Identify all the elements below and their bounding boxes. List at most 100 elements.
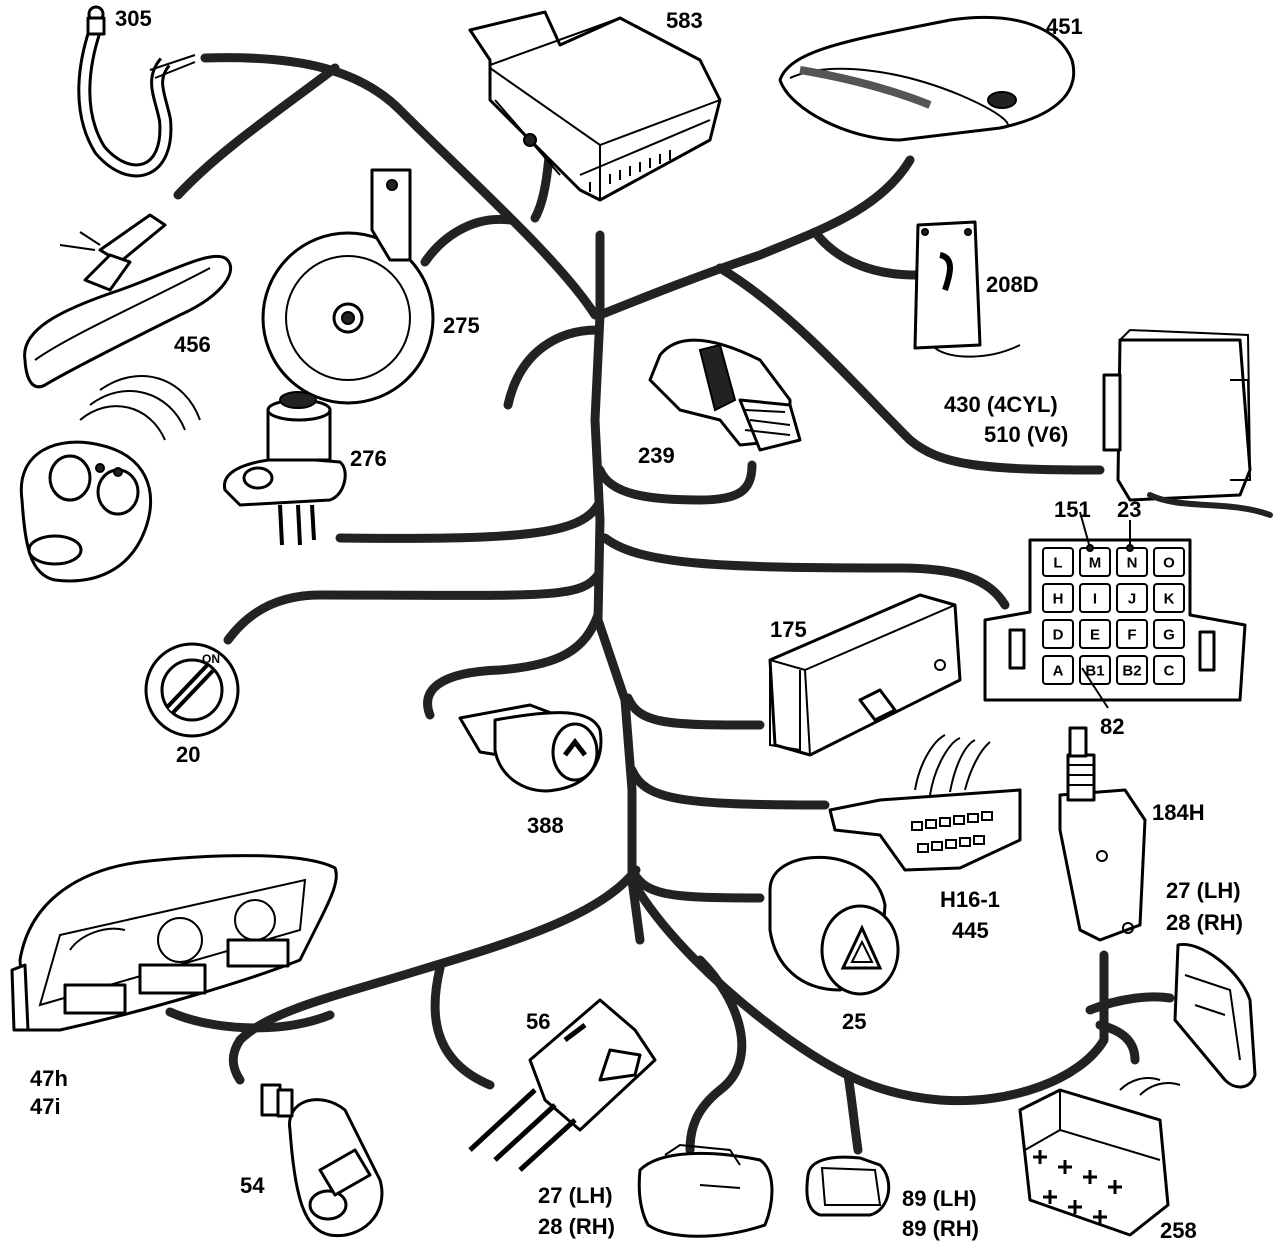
branch-456 — [173, 63, 340, 200]
label-82: 82 — [1100, 714, 1125, 739]
remote-key-fob — [19, 375, 201, 583]
label-28-rh-right: 28 (RH) — [1166, 910, 1244, 935]
diagnostic-leader-lines — [1079, 511, 1134, 709]
label-27-lh-right: 27 (LH) — [1166, 878, 1241, 903]
component-451 — [778, 15, 1076, 142]
label-47h: 47h — [30, 1066, 68, 1091]
label-27-lh-lower: 27 (LH) — [538, 1183, 613, 1208]
branch-451 — [595, 155, 915, 320]
label-89-rh: 89 (RH) — [902, 1216, 980, 1241]
branch-275 — [420, 214, 515, 267]
branch-305 — [200, 53, 600, 320]
component-27-28-right — [1173, 942, 1257, 1089]
component-20 — [144, 642, 240, 738]
branch-27-left — [685, 955, 747, 1155]
branch-20 — [223, 570, 603, 645]
branch-258 — [627, 875, 1109, 1106]
branch-27-right — [1085, 992, 1175, 1015]
branch-cluster — [228, 865, 641, 1085]
diagnostic-pin-label-a: A — [1053, 663, 1064, 680]
branch-25 — [627, 865, 765, 903]
component-388 — [458, 703, 603, 793]
diagnostic-pin-label-b1: B1 — [1085, 663, 1104, 680]
label-89-lh: 89 (LH) — [902, 1186, 977, 1211]
label-25: 25 — [842, 1009, 867, 1034]
branch-175 — [623, 693, 765, 730]
branch-276 — [335, 500, 603, 543]
component-583 — [468, 10, 722, 202]
label-510-v6: 510 (V6) — [984, 422, 1069, 447]
diagnostic-pin-m — [1079, 547, 1111, 577]
component-25 — [768, 855, 900, 996]
label-456: 456 — [174, 332, 211, 357]
diagnostic-pin-d — [1042, 619, 1074, 649]
label-184h: 184H — [1152, 800, 1205, 825]
branch-h16 — [627, 765, 830, 810]
diagnostic-pin-label-o: O — [1163, 555, 1175, 572]
diagnostic-pin-label-b2: B2 — [1122, 663, 1141, 680]
branch-89 — [843, 1070, 863, 1155]
branch-56 — [430, 963, 495, 1090]
component-208d — [913, 220, 1021, 358]
diagnostic-pin-i — [1079, 583, 1111, 613]
diagnostic-connector — [983, 538, 1247, 702]
diagnostic-pin-label-j: J — [1128, 591, 1136, 608]
component-h16-1 — [828, 734, 1022, 872]
diagnostic-pin-e — [1079, 619, 1111, 649]
diagnostic-pin-label-c: C — [1164, 663, 1175, 680]
branch-left-curve — [503, 325, 602, 410]
label-388: 388 — [527, 813, 564, 838]
label-451: 451 — [1046, 14, 1083, 39]
diagnostic-pin-h — [1042, 583, 1074, 613]
diagnostic-pin-label-f: F — [1127, 627, 1136, 644]
harness-wires — [165, 53, 1175, 1155]
label-56: 56 — [526, 1009, 551, 1034]
diagnostic-pin-label-k: K — [1164, 591, 1175, 608]
label-275: 275 — [443, 313, 480, 338]
component-184h — [1058, 726, 1147, 942]
component-258 — [1018, 1077, 1181, 1237]
component-47h-47i — [10, 854, 338, 1032]
diagnostic-pin-c — [1153, 655, 1185, 685]
label-28-rh-lower: 28 (RH) — [538, 1214, 616, 1239]
component-430-510 — [1102, 328, 1273, 518]
component-56 — [468, 998, 657, 1172]
diagnostic-pin-label-g: G — [1163, 627, 1175, 644]
component-175 — [768, 593, 962, 757]
label-430-4cyl: 430 (4CYL) — [944, 392, 1058, 417]
label-445: 445 — [952, 918, 989, 943]
diagnostic-pin-f — [1116, 619, 1148, 649]
diagnostic-pin-k — [1153, 583, 1185, 613]
diagnostic-pin-j — [1116, 583, 1148, 613]
component-275 — [261, 168, 435, 405]
main-trunk — [590, 230, 645, 945]
component-27-28-lower — [637, 1143, 774, 1238]
diagnostic-pin-label-e: E — [1090, 627, 1100, 644]
label-ignition-on: ON — [202, 652, 220, 666]
branch-diagnostic — [600, 533, 1010, 610]
label-305: 305 — [115, 6, 152, 31]
component-54 — [260, 1083, 384, 1238]
label-583: 583 — [666, 8, 703, 33]
branch-208d — [810, 227, 920, 280]
component-276 — [223, 391, 347, 546]
label-23: 23 — [1117, 497, 1142, 522]
diagnostic-pin-g — [1153, 619, 1185, 649]
branch-388 — [423, 610, 603, 720]
label-175: 175 — [770, 617, 807, 642]
diagnostic-pin-o — [1153, 547, 1185, 577]
label-20: 20 — [176, 742, 201, 767]
label-151: 151 — [1054, 497, 1091, 522]
branch-239 — [595, 460, 757, 505]
component-456 — [23, 213, 232, 389]
label-276: 276 — [350, 446, 387, 471]
diagnostic-pin-label-n: N — [1127, 555, 1138, 572]
label-208d: 208D — [986, 272, 1039, 297]
component-239 — [648, 338, 802, 452]
label-h16-1: H16-1 — [940, 887, 1000, 912]
label-54: 54 — [240, 1173, 265, 1198]
diagnostic-pin-label-h: H — [1053, 591, 1064, 608]
